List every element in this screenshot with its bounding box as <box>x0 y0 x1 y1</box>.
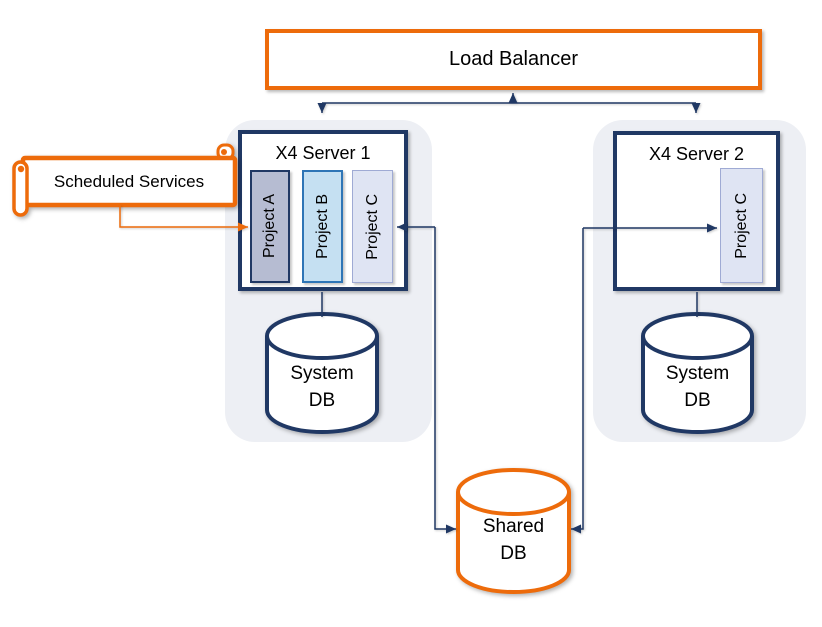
load-balancer-label: Load Balancer <box>449 48 578 70</box>
system-db-2-line1: System <box>665 363 730 384</box>
edge-server1-project-c-to-shareddb <box>434 227 456 534</box>
system-db-2-label: System DB <box>643 360 752 414</box>
server1-title: X4 Server 1 <box>275 143 371 163</box>
server2-project-c-node: Project C <box>720 168 763 283</box>
shared-db-label: Shared DB <box>458 513 569 567</box>
server1-project-c-label: Project C <box>363 193 381 260</box>
server1-project-c-node: Project C <box>352 170 393 283</box>
server1-project-a-node: Project A <box>250 170 290 283</box>
load-balancer-node: Load Balancer <box>265 29 762 90</box>
server2-title: X4 Server 2 <box>648 144 745 164</box>
server2-project-c-label: Project C <box>732 192 750 259</box>
system-db-1-label: System DB <box>267 360 377 414</box>
system-db-1-line1: System <box>290 363 354 384</box>
server1-project-a-label: Project A <box>261 194 278 259</box>
shared-db-line1: Shared <box>482 516 545 537</box>
system-db-1-line2: DB <box>308 390 336 411</box>
server1-project-b-node: Project B <box>302 170 343 283</box>
scheduled-services-label: Scheduled Services <box>53 171 205 191</box>
server1-project-b-label: Project B <box>313 194 331 259</box>
edge-server2-project-c-to-shareddb <box>571 228 584 534</box>
shared-db-line2: DB <box>500 543 527 564</box>
system-db-2-line2: DB <box>684 390 711 411</box>
scheduled-services-label-box: Scheduled Services <box>23 158 235 205</box>
